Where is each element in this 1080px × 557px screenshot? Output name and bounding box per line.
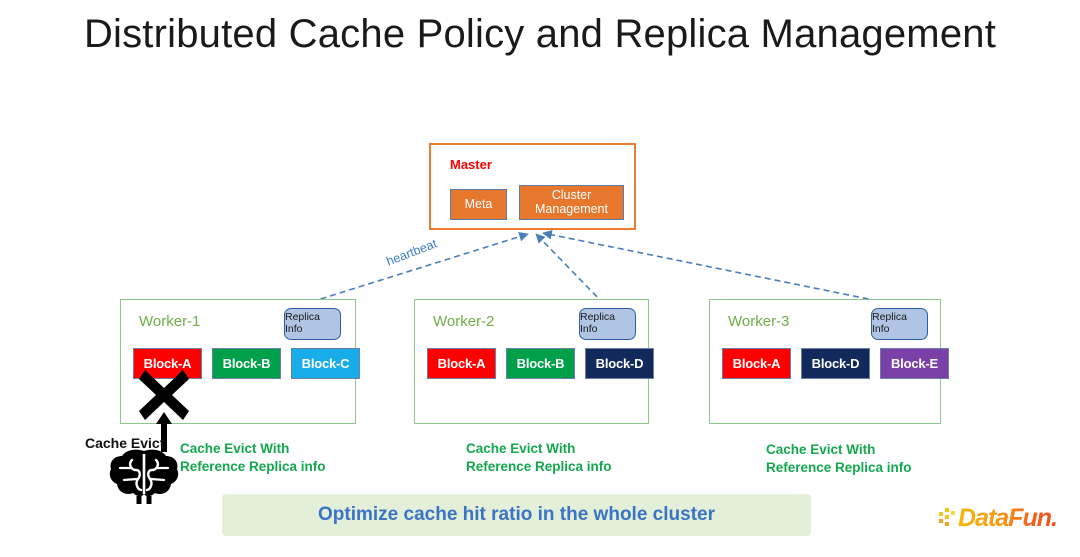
logo-dots-icon: [939, 508, 955, 526]
brain-icon: [109, 449, 179, 504]
worker-node-3[interactable]: Worker-3 Replica Info Block-A Block-D Bl…: [709, 299, 949, 424]
worker-3-block-0[interactable]: Block-A: [722, 348, 791, 379]
logo-text: DataFun.: [958, 503, 1058, 532]
worker-1-block-2[interactable]: Block-C: [291, 348, 360, 379]
worker-2-block-1[interactable]: Block-B: [506, 348, 575, 379]
worker-1-replica-info[interactable]: Replica Info: [284, 308, 341, 340]
worker-3-block-1[interactable]: Block-D: [801, 348, 870, 379]
summary-banner-text: Optimize cache hit ratio in the whole cl…: [318, 504, 715, 525]
summary-banner: Optimize cache hit ratio in the whole cl…: [222, 494, 811, 536]
master-title: Master: [450, 157, 492, 172]
worker-2-evict-caption: Cache Evict With Reference Replica info: [466, 441, 612, 475]
heartbeat-label: heartbeat: [384, 236, 439, 269]
worker-2-block-2[interactable]: Block-D: [585, 348, 654, 379]
cache-evict-label: Cache Evict: [85, 435, 165, 451]
x-mark-icon: [139, 370, 189, 420]
worker-3-replica-info[interactable]: Replica Info: [871, 308, 928, 340]
worker-3-block-2[interactable]: Block-E: [880, 348, 949, 379]
worker-3-title: Worker-3: [728, 313, 790, 330]
master-cluster-management-box[interactable]: Cluster Management: [519, 185, 624, 220]
worker-3-evict-caption: Cache Evict With Reference Replica info: [766, 442, 912, 476]
worker-1-evict-caption: Cache Evict With Reference Replica info: [180, 441, 326, 475]
worker-2-block-0[interactable]: Block-A: [427, 348, 496, 379]
worker-2-title: Worker-2: [433, 313, 495, 330]
worker-node-2[interactable]: Worker-2 Replica Info Block-A Block-B Bl…: [414, 299, 654, 424]
worker-1-block-1[interactable]: Block-B: [212, 348, 281, 379]
page-title: Distributed Cache Policy and Replica Man…: [83, 12, 997, 56]
master-node[interactable]: Master Meta Cluster Management: [429, 143, 636, 230]
up-arrow-icon: [156, 412, 172, 452]
worker-2-replica-info[interactable]: Replica Info: [579, 308, 636, 340]
worker-1-title: Worker-1: [139, 313, 201, 330]
datafun-logo: DataFun.: [938, 502, 1070, 534]
master-meta-box[interactable]: Meta: [450, 189, 507, 220]
